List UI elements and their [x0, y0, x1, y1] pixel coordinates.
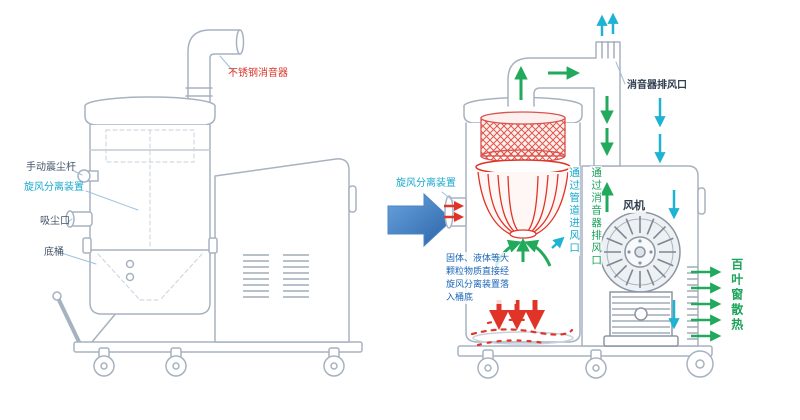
left-machine	[52, 29, 363, 377]
control-cabinet	[214, 158, 350, 343]
blower-fan	[599, 211, 681, 347]
label-cyclone-left: 旋风分离装置	[24, 182, 84, 193]
tank-body	[89, 124, 211, 315]
cabinet-handle	[348, 185, 357, 213]
label-muffler-outlet: 消音器排风口	[626, 80, 688, 92]
label-exhaust-flow: 通过消音器排风口	[590, 166, 603, 268]
transition-arrow	[387, 192, 453, 248]
label-fan: 风机	[622, 200, 646, 213]
label-cyclone-right: 旋风分离装置	[396, 178, 456, 189]
latch	[208, 237, 218, 254]
airflow-green-arrows	[494, 65, 722, 342]
label-louver-cooling: 百叶窗散热	[729, 258, 744, 333]
label-muffler: 不锈钢消音器	[228, 68, 288, 79]
latch	[82, 237, 92, 254]
outlet-grate	[601, 41, 615, 59]
dust-flow-red-arrows	[444, 201, 574, 347]
push-handle	[56, 296, 82, 346]
label-shake-rod: 手动震尘杆	[26, 162, 76, 173]
label-particle-note: 固体、液体等大颗粒物质直接经旋风分离装置落入桶底	[446, 252, 516, 304]
airflow-cyan-arrows	[551, 12, 680, 330]
filter-cartridge	[480, 111, 566, 163]
leader-lines	[57, 55, 235, 265]
housing-handle	[697, 187, 706, 215]
label-intake-flow: 通过管道进风口	[568, 166, 581, 256]
exhaust-duct	[507, 41, 621, 167]
vent-slots	[243, 252, 269, 298]
base-frame	[73, 341, 363, 353]
vent-slots	[283, 252, 309, 298]
tank-internals-dashed	[97, 129, 203, 301]
label-suction-inlet: 吸尘口	[40, 216, 70, 227]
base-frame	[457, 345, 713, 357]
label-bottom-barrel: 底桶	[44, 247, 64, 258]
louver-exhaust-arrows	[691, 266, 722, 342]
dust-particles	[470, 318, 574, 347]
